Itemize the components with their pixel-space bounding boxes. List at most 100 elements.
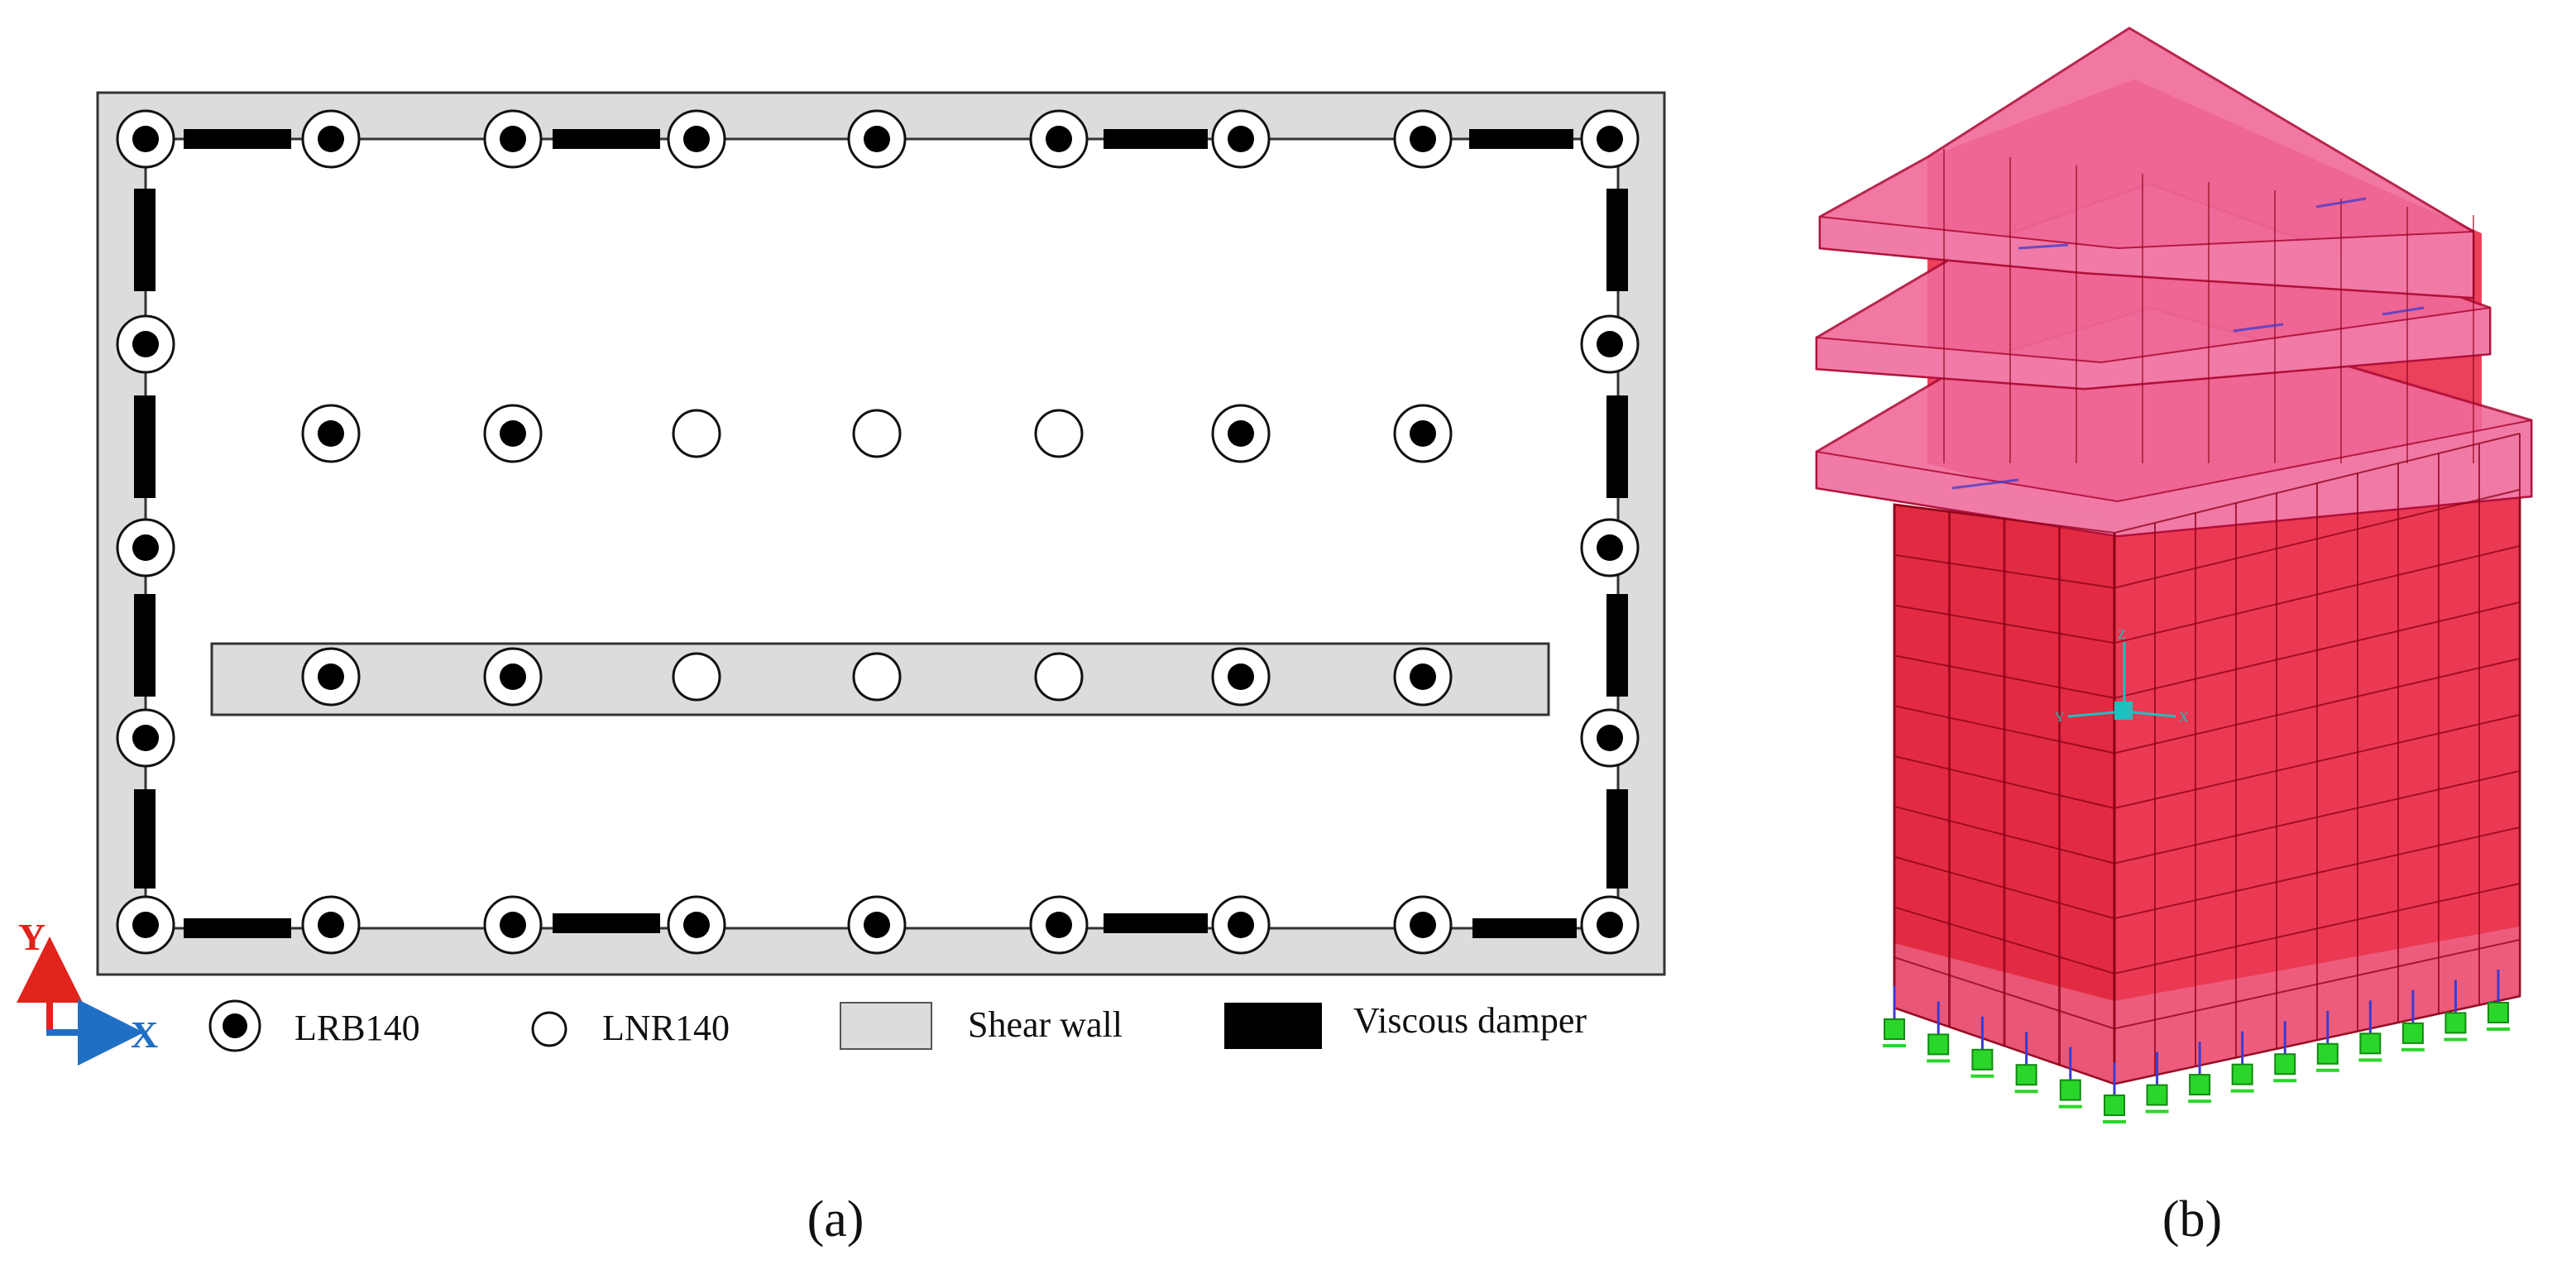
front-floor-line	[1894, 553, 2115, 589]
isolator-support	[2059, 1079, 2081, 1101]
lnr-bearing	[1034, 409, 1084, 458]
beam-highlight	[2315, 197, 2367, 208]
lrb-bearing-core	[1228, 663, 1254, 690]
lrb-bearing-core	[132, 534, 159, 561]
front-floor-line	[1894, 1007, 2115, 1085]
lrb-bearing-core	[1228, 126, 1254, 152]
model-axis-triad: Z X Y	[2055, 628, 2189, 725]
isolator-support	[2359, 1032, 2382, 1055]
lrb-bearing-core	[1228, 420, 1254, 447]
panel-a-plan: Y X LRB140 LNR140 Shear wall Viscous dam…	[17, 91, 1666, 1248]
lrb-bearing-core	[1410, 912, 1436, 938]
lrb-bearing-core	[132, 912, 159, 938]
triad-x	[2124, 710, 2176, 718]
lrb-bearing-core	[318, 912, 344, 938]
damper-right-1	[1606, 189, 1628, 291]
axis-indicator: Y X	[17, 916, 158, 1066]
legend: LRB140 LNR140 Shear wall Viscous damper	[208, 999, 1587, 1052]
beam-highlight	[2018, 243, 2069, 250]
isolator-support	[2146, 1084, 2168, 1106]
frame-grid	[1893, 149, 2521, 1085]
tower-base-region	[1894, 927, 2520, 1084]
front-floor-line	[1894, 805, 2115, 865]
lrb-bearing-core	[864, 912, 890, 938]
damper-right-2	[1606, 395, 1628, 498]
lrb-bearing-core	[1046, 912, 1072, 938]
lrb-bearing-core	[1597, 534, 1623, 561]
isolator-support	[1971, 1048, 1994, 1071]
front-floor-line	[1894, 855, 2115, 920]
lnr-bearing	[672, 652, 721, 702]
isolator-support	[2316, 1042, 2339, 1065]
side-floor-line	[2114, 770, 2521, 865]
lrb-bearing-core	[1597, 331, 1623, 357]
triad-x-label: X	[2179, 711, 2189, 725]
beam-highlight	[2382, 306, 2425, 316]
damper-top-4	[1469, 129, 1573, 149]
isolator-support	[2104, 1095, 2125, 1116]
isolator-support	[1927, 1033, 1950, 1056]
isolator-support	[2487, 1002, 2509, 1023]
isolator-support	[2231, 1063, 2253, 1085]
side-floor-line	[2114, 433, 2521, 534]
legend-damper-icon	[1224, 1003, 1322, 1049]
damper-top-1	[184, 129, 291, 149]
y-axis-label: Y	[18, 916, 45, 958]
lnr-bearing	[1034, 652, 1084, 702]
isolator-support	[2401, 1022, 2424, 1044]
isolation-supports	[1883, 970, 2510, 1123]
isolator-support	[1884, 1018, 1905, 1040]
triad-origin	[2114, 702, 2133, 720]
lrb-bearing-core	[864, 126, 890, 152]
roof-middle-eave	[1816, 306, 2491, 390]
lrb-bearing-core	[1597, 725, 1623, 751]
lrb-bearing-core	[318, 663, 344, 690]
caption-b: (b)	[2162, 1191, 2222, 1248]
lrb-bearing-core	[1597, 126, 1623, 152]
front-floor-line	[1894, 906, 2115, 975]
damper-bottom-3	[1104, 913, 1208, 933]
damper-top-3	[1104, 129, 1208, 149]
front-floor-line	[1894, 654, 2115, 699]
beam-highlight	[1951, 478, 2019, 490]
lrb-bearing-core	[318, 420, 344, 447]
side-floor-line	[2114, 826, 2521, 920]
lrb-bearing-core	[500, 126, 526, 152]
isolator-support	[2444, 1012, 2467, 1034]
isolator-support	[2189, 1074, 2211, 1096]
legend-lnr-icon	[531, 1011, 567, 1047]
front-floor-line	[1894, 604, 2115, 644]
side-floor-line	[2114, 883, 2521, 975]
bearing-group	[116, 109, 1640, 955]
lrb-bearing-core	[1410, 663, 1436, 690]
side-floor-line	[2114, 939, 2521, 1030]
legend-shear-wall-label: Shear wall	[968, 1004, 1123, 1045]
legend-damper-label: Viscous damper	[1353, 1000, 1587, 1041]
side-floor-line	[2114, 545, 2521, 644]
side-floor-line	[2114, 489, 2521, 589]
lnr-bearing	[852, 652, 902, 702]
side-floor-line	[2114, 995, 2521, 1085]
front-floor-line	[1894, 956, 2115, 1030]
front-floor-line	[1894, 504, 2115, 534]
front-floor-line	[1894, 755, 2115, 809]
lnr-bearing	[672, 409, 721, 458]
lrb-bearing-core	[1228, 912, 1254, 938]
beam-highlight	[2233, 323, 2284, 333]
lrb-bearing-core	[500, 912, 526, 938]
legend-shear-wall-icon	[840, 1002, 932, 1050]
lrb-bearing-core	[318, 126, 344, 152]
lrb-bearing-core	[1410, 126, 1436, 152]
triad-y-label: Y	[2055, 711, 2065, 725]
damper-right-3	[1606, 594, 1628, 697]
damper-left-1	[134, 189, 156, 291]
inner-frame-line	[144, 137, 1620, 930]
lrb-bearing-core	[132, 725, 159, 751]
isolator-support	[2274, 1053, 2296, 1075]
lrb-bearing-core	[683, 912, 710, 938]
lrb-bearing-core	[132, 331, 159, 357]
damper-left-2	[134, 395, 156, 498]
panel-b-3d-model: Z X Y (b)	[1815, 26, 2533, 1248]
lrb-bearing-core	[132, 126, 159, 152]
